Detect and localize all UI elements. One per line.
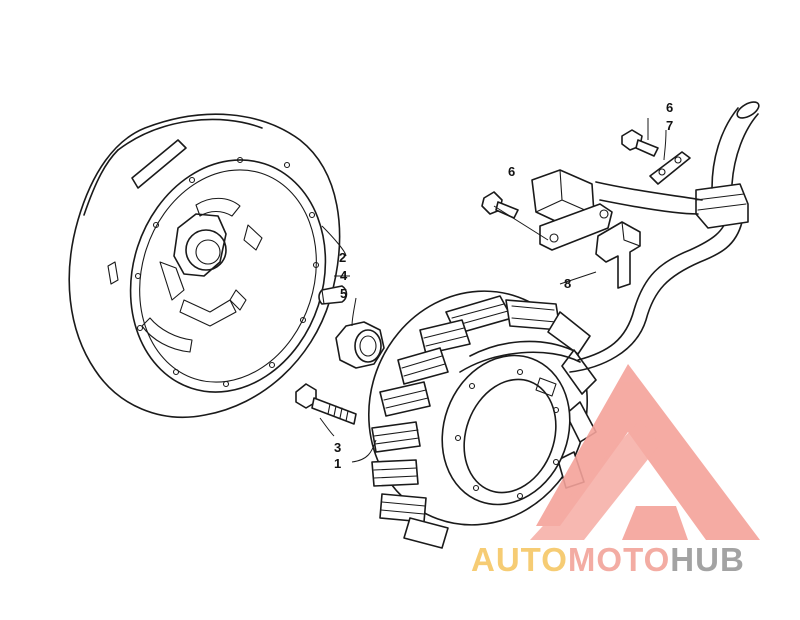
- watermark-logo: AUTOMOTOHUB: [471, 364, 760, 578]
- flywheel-rim-holes: [134, 156, 320, 388]
- stator-wire-harness: [569, 101, 760, 373]
- stator: [367, 290, 597, 549]
- callout-numbers: 2 4 5 3 1 6 6 7 8: [334, 100, 673, 471]
- callout-6-top: 6: [666, 100, 673, 115]
- watermark-moto: MOTO: [568, 541, 670, 578]
- callout-6-left: 6: [508, 164, 515, 179]
- pickup-coil: [531, 169, 613, 251]
- stator-bolt: [295, 383, 357, 425]
- callout-2: 2: [339, 250, 346, 265]
- lock-plate: [649, 151, 691, 185]
- flywheel-magnets: [141, 197, 263, 353]
- wire-bracket: [595, 221, 641, 289]
- pickup-screw: [481, 191, 549, 241]
- callout-7: 7: [666, 118, 673, 133]
- callout-leaders: [319, 118, 667, 463]
- watermark-text: AUTOMOTOHUB: [471, 541, 745, 578]
- flywheel-hub: [159, 213, 227, 301]
- callout-3: 3: [334, 440, 341, 455]
- watermark-hub: HUB: [670, 541, 745, 578]
- watermark-auto: AUTO: [471, 541, 568, 578]
- flywheel-nut: [335, 321, 385, 369]
- bracket-screw: [621, 129, 659, 157]
- stator-ring-holes: [454, 368, 560, 500]
- callout-8: 8: [564, 276, 571, 291]
- callout-4: 4: [340, 268, 348, 283]
- callout-1: 1: [334, 456, 341, 471]
- flywheel: [68, 113, 341, 419]
- woodruff-key: [318, 285, 348, 305]
- callout-5: 5: [340, 286, 347, 301]
